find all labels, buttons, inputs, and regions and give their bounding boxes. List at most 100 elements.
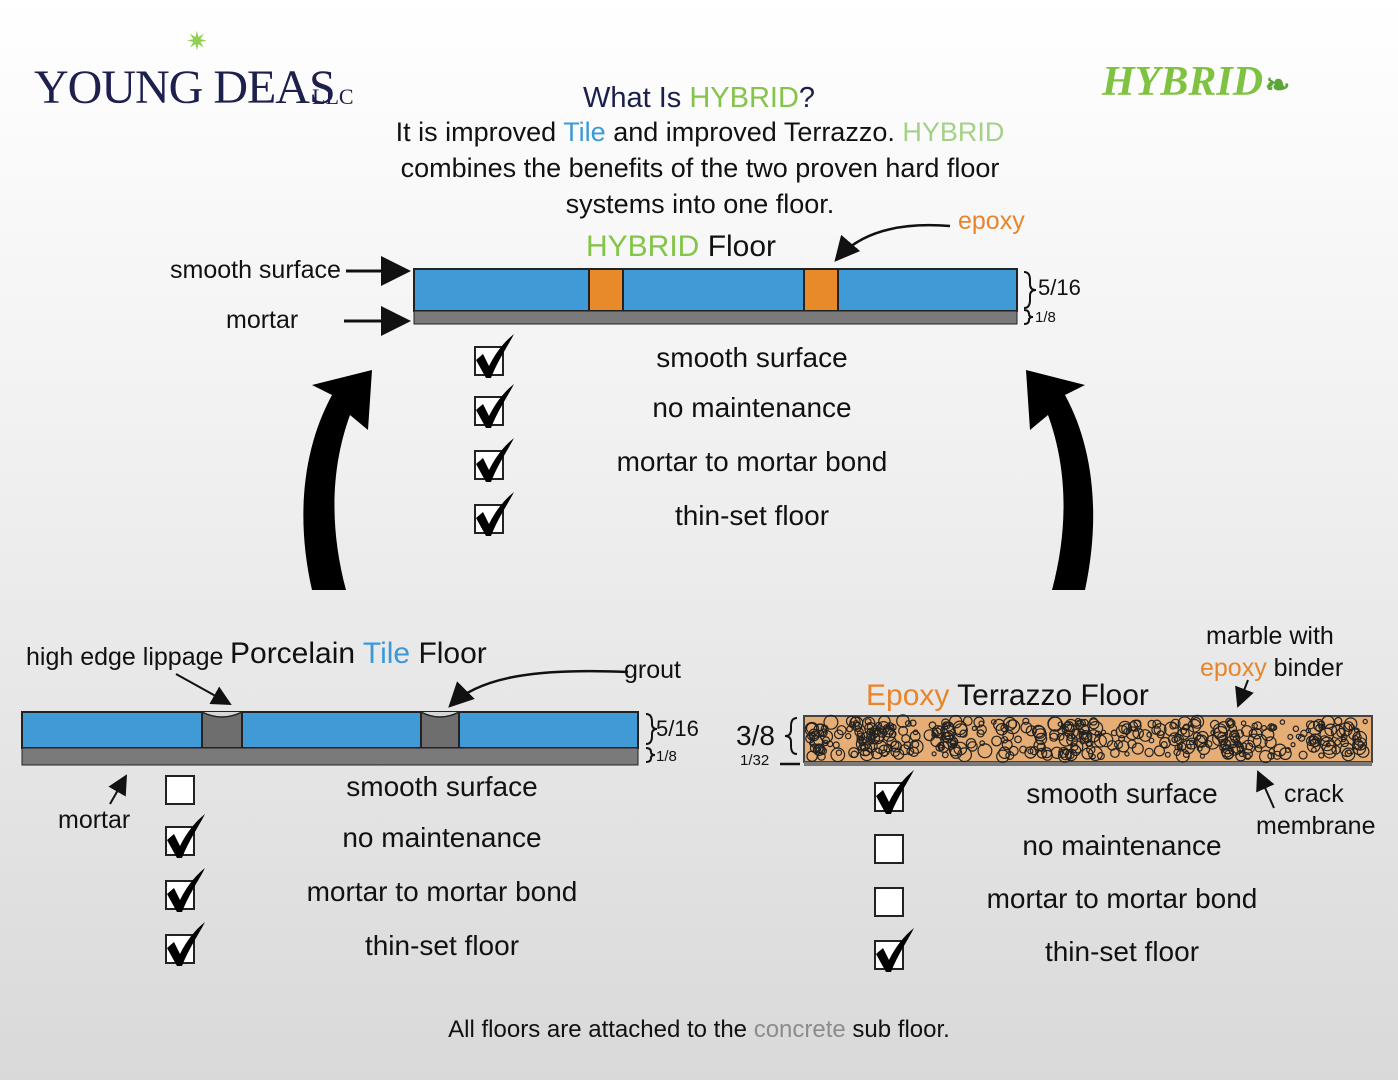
- marble-chip: [1031, 724, 1045, 738]
- terrazzo-check-label: mortar to mortar bond: [986, 883, 1258, 914]
- marble-chip: [1176, 741, 1187, 752]
- marble-chip: [1132, 727, 1144, 740]
- marble-chip: [909, 719, 917, 727]
- terrazzo-dim-top: 3/8: [736, 720, 775, 751]
- marble-chip: [1260, 724, 1267, 731]
- marble-chip: [1319, 727, 1334, 743]
- marble-chip: [1005, 750, 1015, 760]
- marble-chip: [880, 749, 889, 758]
- marble-chip: [890, 740, 900, 750]
- marble-chip: [1059, 748, 1072, 761]
- marble-chip: [1182, 750, 1190, 758]
- terrazzo-check-label: smooth surface: [1026, 778, 1218, 809]
- checkmark-icon: [167, 868, 205, 912]
- marble-chip: [1229, 732, 1241, 744]
- marble-chip: [1086, 745, 1096, 755]
- marble-chip: [1094, 730, 1102, 738]
- marble-chip: [1118, 720, 1132, 735]
- marble-chip: [1167, 732, 1182, 747]
- marble-chip: [973, 716, 985, 728]
- checked-box-icon: [874, 770, 914, 814]
- marble-chip: [1090, 753, 1096, 760]
- marble-chip: [953, 723, 968, 738]
- marble-chip: [1192, 731, 1202, 741]
- marble-chip: [836, 725, 847, 736]
- binder-arrow: [1235, 679, 1254, 708]
- smooth-surface-label: smooth surface: [170, 256, 341, 284]
- marble-chip: [1310, 746, 1317, 753]
- footer-note: All floors are attached to the concrete …: [448, 1016, 950, 1043]
- checkmark-icon: [476, 334, 514, 378]
- hybrid-brace-top: [1023, 271, 1037, 309]
- marble-chip: [1164, 751, 1171, 758]
- intro-line-3: systems into one floor.: [565, 189, 835, 219]
- marble-chip: [845, 732, 852, 740]
- marble-chip: [904, 720, 912, 727]
- hybrid-floor-section: [413, 268, 1018, 325]
- marble-chip: [849, 716, 864, 731]
- hybrid-check-label: no maintenance: [652, 392, 852, 423]
- marble-chip: [823, 714, 839, 730]
- marble-chip: [1153, 722, 1167, 736]
- checked-box-icon: [474, 492, 514, 536]
- marble-chip: [901, 733, 911, 744]
- marble-chip: [876, 720, 890, 734]
- empty-box-icon: [874, 834, 904, 864]
- marble-chip: [1063, 724, 1079, 739]
- hybrid-dim-top: 5/16: [1038, 275, 1081, 300]
- epoxy-label: epoxy: [958, 207, 1025, 235]
- marble-chip: [878, 744, 891, 757]
- marble-chip: [1070, 740, 1084, 754]
- marble-chip: [1194, 734, 1209, 748]
- binder-label: epoxy binder: [1200, 654, 1344, 682]
- marble-chip: [1066, 750, 1075, 760]
- marble-chip: [1088, 746, 1103, 761]
- marble-chip: [959, 729, 968, 738]
- marble-chip: [1354, 733, 1362, 741]
- star-icon: ✷: [186, 26, 208, 56]
- intro-line-2: combines the benefits of the two proven …: [400, 153, 1000, 183]
- marble-chip: [817, 752, 826, 761]
- marble-chip: [1000, 723, 1010, 733]
- tile-check-label: smooth surface: [346, 771, 538, 802]
- marble-chip: [1253, 721, 1263, 731]
- marble-chip: [1324, 723, 1338, 737]
- marble-chip: [998, 746, 1011, 759]
- tile-floor-title: Porcelain Tile Floor: [230, 637, 487, 670]
- tile-check-label: no maintenance: [342, 822, 542, 853]
- marble-chip: [1250, 727, 1263, 740]
- marble-chip: [1238, 751, 1245, 758]
- marble-chip: [1312, 736, 1320, 744]
- marble-chip: [864, 739, 878, 753]
- marble-chip: [1307, 720, 1322, 736]
- grout-label: grout: [624, 656, 681, 684]
- marble-chip: [1211, 731, 1227, 747]
- marble-chip: [1074, 719, 1085, 730]
- marble-chip: [1346, 749, 1352, 755]
- marble-chip: [1041, 749, 1053, 761]
- hybrid-check-label: thin-set floor: [674, 500, 830, 531]
- marble-chip: [1217, 721, 1231, 734]
- checked-box-icon: [165, 814, 205, 858]
- marble-chip: [1098, 732, 1114, 748]
- marble-chip: [1036, 742, 1047, 752]
- terrazzo-check-label: no maintenance: [1022, 830, 1222, 861]
- marble-chip: [1086, 729, 1101, 743]
- marble-chip: [1047, 716, 1063, 732]
- left-up-arrow: [303, 370, 372, 590]
- marble-chip: [870, 734, 877, 740]
- tile-dim-top: 5/16: [656, 716, 699, 741]
- checkmark-icon: [476, 384, 514, 428]
- marble-chip: [881, 727, 896, 742]
- hybrid-floor-title: HYBRID Floor: [586, 230, 777, 263]
- marble-chip: [1196, 730, 1209, 744]
- marble-chip: [1144, 747, 1154, 758]
- marble-chip: [950, 737, 959, 746]
- marble-chip: [1049, 729, 1060, 740]
- tile-check-label: thin-set floor: [364, 930, 520, 961]
- marble-chip: [806, 750, 818, 762]
- marble-chip: [1315, 723, 1324, 732]
- empty-box-icon: [165, 775, 195, 805]
- marble-chip: [1362, 718, 1368, 725]
- epoxy-arrow: [834, 223, 951, 262]
